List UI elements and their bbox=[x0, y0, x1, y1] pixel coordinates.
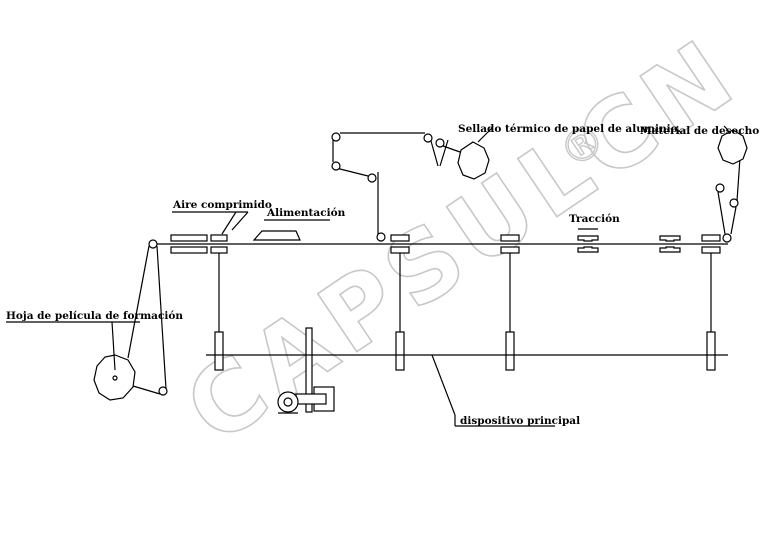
traction-unit-left bbox=[577, 235, 599, 253]
foil-label-leader bbox=[477, 127, 493, 143]
air-mold-upper bbox=[170, 234, 208, 242]
air-clamp-upper bbox=[210, 234, 228, 242]
sealing-station bbox=[390, 234, 410, 371]
waste-bottom-roller bbox=[722, 233, 732, 243]
waste-material-label: Material de desecho bbox=[640, 125, 759, 137]
air-mold-lower bbox=[170, 246, 208, 254]
foil-path-return bbox=[439, 139, 449, 167]
cutter-upper bbox=[701, 234, 721, 242]
forming-film-path-upper bbox=[127, 245, 150, 359]
station-four-cam bbox=[505, 331, 515, 371]
waste-path-upper bbox=[736, 157, 741, 202]
cutting-station bbox=[701, 234, 721, 371]
station-four bbox=[500, 234, 520, 371]
waste-outer-roller bbox=[729, 198, 739, 208]
air-clamp-lower bbox=[210, 246, 228, 254]
motor-upright bbox=[305, 327, 313, 413]
motor-pulley-hub bbox=[283, 397, 293, 407]
seal-cam bbox=[395, 331, 405, 371]
main-drive-label: dispositivo principal bbox=[460, 415, 580, 427]
forming-film-label-leader bbox=[111, 321, 116, 371]
traction-left-upper bbox=[577, 235, 599, 242]
compressed-air-label: Aire comprimido bbox=[172, 199, 272, 211]
sealing-tower bbox=[331, 132, 461, 242]
waste-mid-roller bbox=[715, 183, 725, 193]
traction-right-lower bbox=[659, 246, 681, 253]
traction-unit-right bbox=[659, 235, 681, 253]
forming-film-reel-hub bbox=[112, 375, 118, 381]
traction-label: Tracción bbox=[569, 213, 620, 225]
main-drive-leader bbox=[431, 354, 456, 416]
tower-top-left-roller bbox=[331, 132, 341, 142]
feeding-hopper bbox=[252, 230, 301, 241]
aluminium-foil-reel bbox=[457, 141, 490, 180]
motor-shaft-block bbox=[295, 393, 327, 405]
waste-path-lower bbox=[717, 191, 726, 235]
heat-sealing-label: Sellado térmico de papel de aluminio. bbox=[458, 123, 681, 135]
air-label-leader bbox=[221, 211, 249, 235]
waste-label-leader bbox=[723, 125, 729, 131]
tower-bottom-roller bbox=[376, 232, 386, 242]
feeding-label: Alimentación bbox=[266, 207, 346, 219]
left-guide-roller bbox=[148, 239, 158, 249]
tower-mid-roller bbox=[367, 173, 377, 183]
forming-film-path-lower bbox=[132, 385, 161, 395]
tower-down-path bbox=[430, 140, 439, 167]
traction-left-lower bbox=[577, 246, 599, 253]
waste-path-side bbox=[730, 206, 737, 235]
seal-lower bbox=[390, 246, 410, 254]
station-four-lower bbox=[500, 246, 520, 254]
foil-guide-roller bbox=[435, 138, 445, 148]
tower-lower-left-roller bbox=[331, 161, 341, 171]
forming-film-label: Hoja de película de formación bbox=[6, 310, 183, 322]
air-station-cam bbox=[214, 331, 224, 371]
station-four-upper bbox=[500, 234, 520, 242]
drive-motor-assembly bbox=[277, 327, 335, 414]
forming-film-lower-roller bbox=[158, 386, 168, 396]
compressed-air-station bbox=[170, 234, 228, 371]
waste-material-reel bbox=[717, 129, 748, 165]
tower-top-right-roller bbox=[423, 133, 433, 143]
traction-right-upper bbox=[659, 235, 681, 242]
tower-return-path bbox=[335, 167, 369, 177]
forming-film-path-return bbox=[156, 245, 167, 390]
cutter-lower bbox=[701, 246, 721, 254]
seal-upper bbox=[390, 234, 410, 242]
cutter-cam bbox=[706, 331, 716, 371]
